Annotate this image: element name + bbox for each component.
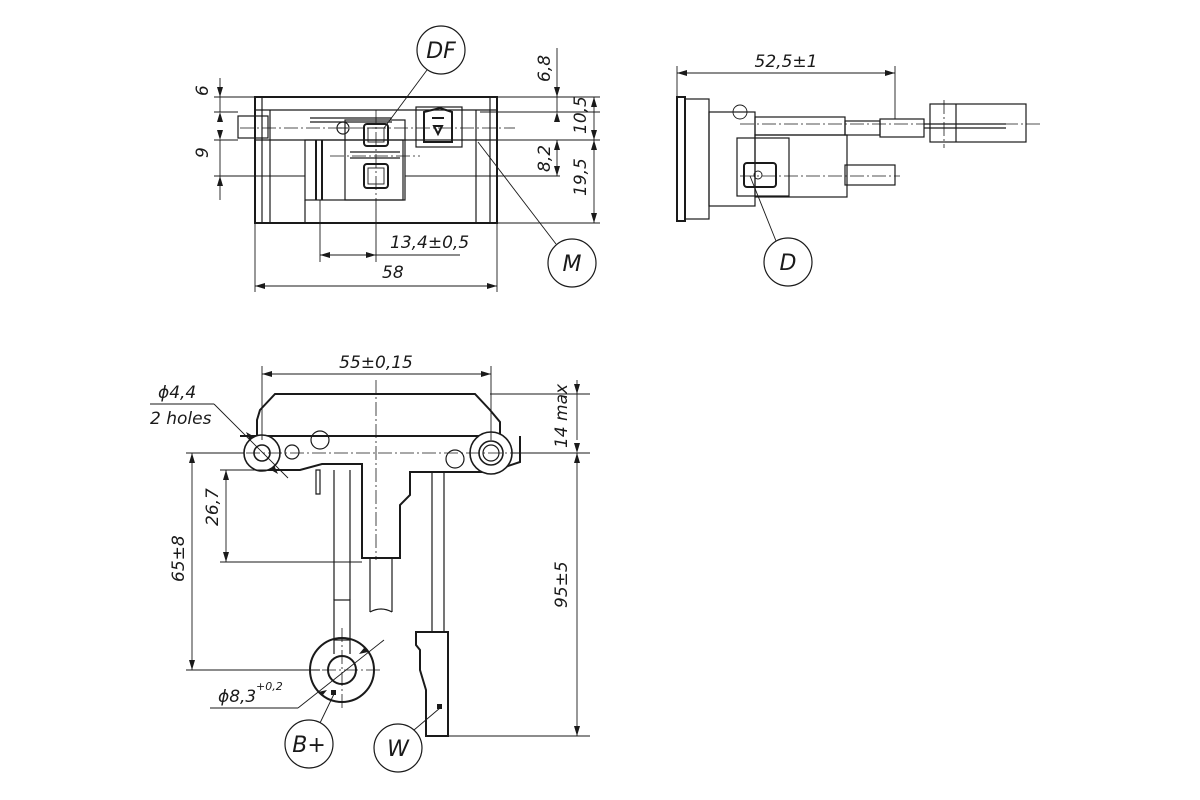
dim-10-5: 10,5 [571,96,591,134]
d-terminal [743,162,777,188]
callout-w: W [387,737,410,762]
callout-bplus: B+ [292,733,326,758]
m-clip [423,106,453,143]
dim-26-7: 26,7 [203,488,223,526]
dim-14max: 14 max [552,383,572,448]
dim-58: 58 [382,263,404,283]
dim-95: 95±5 [552,561,572,608]
side-view: 52,5±1 D [676,52,1040,287]
dim-19-5: 19,5 [571,158,591,196]
dim-eye-dia: ϕ8,3 [218,687,256,707]
front-view: 6 9 6,8 10,5 8,2 19,5 13,4±0,5 58 DF M [193,25,600,292]
bottom-view: 55±0,15 ϕ4,4 2 holes 14 max 95±5 65±8 [150,353,590,773]
dim-eye-tol: +0,2 [256,680,283,693]
dim-13-4: 13,4±0,5 [390,233,469,253]
callout-df: DF [426,39,456,64]
dim-55: 55±0,15 [339,353,413,373]
callout-d: D [780,251,797,276]
callout-d-bubble [763,237,813,287]
callout-bplus-bubble [284,719,334,769]
dim-hole-count: 2 holes [150,409,212,429]
dim-9: 9 [193,147,213,158]
dim-65: 65±8 [169,535,189,582]
callout-m-bubble [547,238,597,288]
dim-8-2: 8,2 [535,145,555,172]
side-connector [929,103,1027,143]
callout-m: M [563,252,582,277]
callout-df-bubble [416,25,466,75]
w-terminal [415,631,449,737]
dim-hole-dia: ϕ4,4 [158,383,196,403]
dim-6-8: 6,8 [535,55,555,82]
dim-6: 6 [193,85,213,96]
callout-w-bubble [373,723,423,773]
dim-52-5: 52,5±1 [755,52,818,72]
